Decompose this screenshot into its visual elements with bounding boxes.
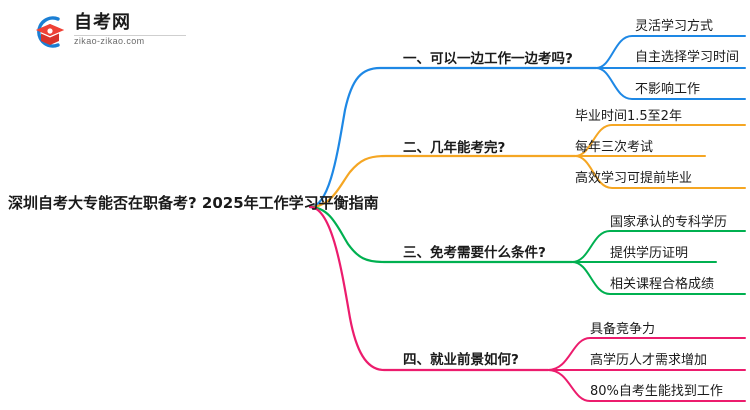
leaf-label-1-1[interactable]: 灵活学习方式 (635, 19, 714, 34)
leaf-label-1-2[interactable]: 自主选择学习时间 (635, 50, 740, 65)
leaf-label-2-3[interactable]: 高效学习可提前毕业 (575, 171, 693, 186)
leaf-label-4-3[interactable]: 80%自考生能找到工作 (590, 384, 723, 399)
site-logo: 自考网 zikao-zikao.com (28, 10, 188, 54)
leaf-label-4-2[interactable]: 高学历人才需求增加 (590, 353, 708, 368)
branch-label-4[interactable]: 四、就业前景如何? (403, 352, 519, 368)
leaf-label-3-1[interactable]: 国家承认的专科学历 (610, 215, 728, 230)
mindmap-root-title: 深圳自考大专能否在职备考? 2025年工作学习平衡指南 (8, 194, 379, 212)
leaf-label-3-3[interactable]: 相关课程合格成绩 (610, 277, 715, 292)
leaf-label-2-1[interactable]: 毕业时间1.5至2年 (575, 109, 682, 124)
leaf-label-2-2[interactable]: 每年三次考试 (575, 140, 654, 155)
branch-4-connectors (308, 205, 746, 402)
leaf-label-4-1[interactable]: 具备竞争力 (590, 322, 656, 337)
logo-text: 自考网 zikao-zikao.com (74, 12, 186, 52)
branch-label-3[interactable]: 三、免考需要什么条件? (403, 245, 546, 261)
leaf-label-3-2[interactable]: 提供学历证明 (610, 246, 689, 261)
graduation-cap-icon (28, 12, 70, 52)
logo-url: zikao-zikao.com (74, 36, 145, 46)
logo-divider (74, 35, 186, 36)
branch-label-2[interactable]: 二、几年能考完? (403, 140, 506, 156)
branch-label-1[interactable]: 一、可以一边工作一边考吗? (403, 51, 573, 67)
leaf-label-1-3[interactable]: 不影响工作 (635, 82, 701, 97)
logo-name: 自考网 (74, 12, 131, 33)
